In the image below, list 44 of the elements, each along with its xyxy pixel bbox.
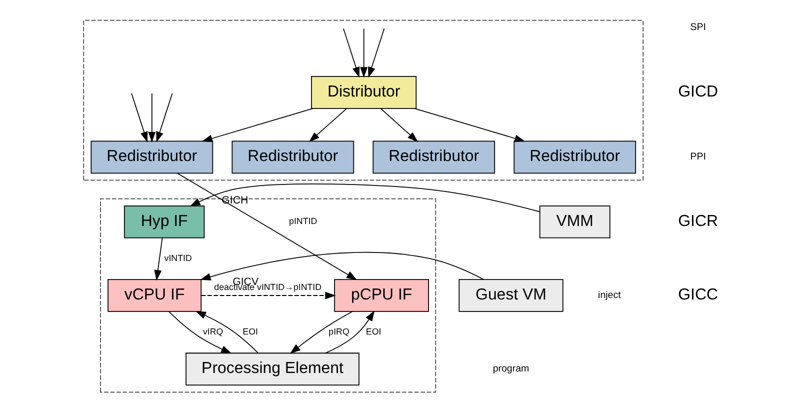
arrow — [343, 28, 360, 78]
arrow — [148, 92, 156, 142]
node-box: Redistributor — [514, 140, 636, 174]
arrow — [202, 108, 314, 142]
edge-label: pINTID — [289, 216, 318, 226]
arrow — [368, 28, 385, 78]
arrow — [290, 311, 353, 354]
arrow — [380, 108, 418, 142]
arrow — [168, 311, 232, 354]
node-box: vCPU IF — [108, 279, 202, 312]
node-box: VMM — [539, 206, 610, 238]
arrow — [156, 92, 173, 142]
arrow — [308, 108, 348, 142]
label: SPI — [690, 22, 706, 34]
edge-label: vINTID — [164, 252, 192, 263]
label: GICR — [678, 212, 718, 230]
arrow — [131, 92, 148, 142]
arrow — [154, 238, 163, 281]
edge-label: pIRQ — [328, 326, 350, 337]
edge-label: EOI — [242, 326, 258, 337]
edge-label: vIRQ — [203, 326, 224, 337]
label: inject — [598, 290, 621, 301]
cluster — [83, 20, 644, 181]
node-box: Redistributor — [90, 140, 214, 174]
node-box: Hyp IF — [124, 206, 205, 238]
node-box: Guest VM — [458, 279, 564, 312]
edge-label: EOI — [366, 326, 382, 337]
node-box: Redistributor — [372, 140, 496, 174]
arrow — [200, 252, 484, 280]
node-box: Distributor — [311, 76, 417, 109]
label: GICD — [678, 83, 718, 100]
label: program — [492, 364, 530, 375]
arrow — [414, 108, 526, 142]
arrow — [200, 292, 336, 300]
label: GICC — [678, 286, 718, 304]
node-box: pCPU IF — [334, 279, 429, 312]
node-box: Processing Element — [186, 352, 360, 386]
label: PPI — [690, 152, 706, 163]
arrow — [360, 28, 368, 78]
arrow — [190, 184, 540, 212]
arrow — [176, 172, 358, 280]
node-box: Redistributor — [232, 140, 354, 174]
arrow — [195, 310, 258, 354]
arrow — [324, 310, 375, 354]
